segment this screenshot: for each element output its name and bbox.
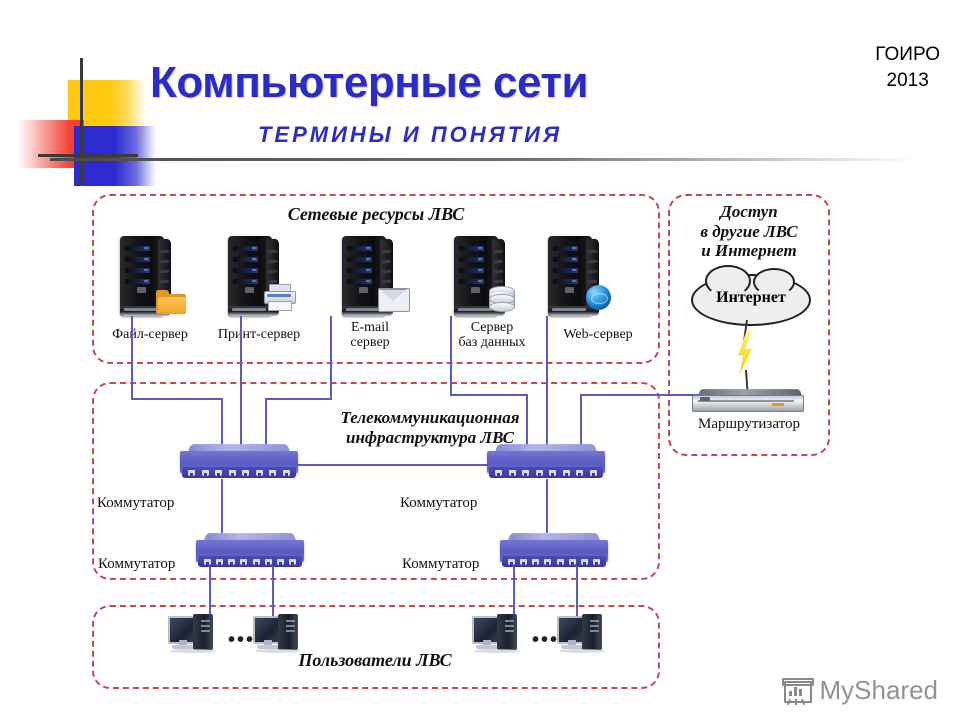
- section-telecom-infrastructure: [92, 382, 660, 580]
- wire-db-server-drop: [450, 316, 452, 394]
- switch-access-left: [196, 532, 304, 567]
- label-lan-users: Пользователи ЛВС: [298, 650, 452, 670]
- wire-print-server: [240, 316, 242, 446]
- ellipsis-right: •••: [532, 629, 560, 651]
- wire-core-trunk: [296, 464, 496, 466]
- section-external-access: [668, 194, 830, 456]
- internet-cloud: Интернет: [691, 265, 811, 326]
- switch-core-left: [180, 443, 298, 479]
- wire-ws-left-1: [209, 566, 211, 618]
- myshared-watermark: MyShared: [781, 675, 939, 706]
- watermark-text: MyShared: [819, 675, 939, 705]
- switch-access-right: [500, 532, 608, 567]
- server-database: [454, 236, 506, 316]
- wire-ws-left-2: [272, 566, 274, 618]
- wire-file-server-jog: [131, 398, 223, 400]
- workstation: [168, 614, 220, 656]
- label-network-resources: Сетевые ресурсы ЛВС: [287, 204, 465, 224]
- wire-web-server: [546, 316, 548, 446]
- printer-icon: [264, 284, 296, 311]
- switch-label-core-left: Коммутатор: [97, 495, 175, 511]
- wire-router-uplink-enter: [660, 394, 708, 396]
- horizontal-rule: [38, 154, 138, 157]
- wire-email-server-drop: [330, 316, 332, 398]
- server-web: [548, 236, 600, 316]
- wire-email-server-to-switch: [265, 398, 267, 446]
- wire-file-server-to-switch: [221, 398, 223, 446]
- router-label: Маршрутизатор: [698, 416, 800, 432]
- switch-label-access-right: Коммутатор: [402, 556, 480, 572]
- router-device: [692, 388, 804, 414]
- wire-db-server-jog: [450, 394, 528, 396]
- server-label-file: Файл-сервер: [112, 327, 188, 342]
- section-network-resources: [92, 194, 660, 364]
- label-external-access: Доступ в другие ЛВС и Интернет: [700, 202, 798, 261]
- wire-router-uplink-run: [580, 394, 700, 396]
- wire-email-server-jog: [265, 398, 332, 400]
- workstation: [472, 614, 524, 656]
- network-diagram: Сетевые ресурсы ЛВС Телекоммуникационная…: [0, 180, 960, 720]
- ellipsis-left: •••: [228, 629, 256, 651]
- server-label-database: Сервер баз данных: [458, 320, 526, 351]
- wire-router-uplink-drop: [580, 394, 582, 446]
- wire-core-left-downlink: [221, 479, 223, 533]
- label-telecom-infrastructure: Телекоммуникационная инфраструктура ЛВС: [340, 408, 520, 447]
- switch-core-right: [487, 443, 605, 479]
- presentation-chart-icon: [781, 676, 814, 706]
- wire-ws-right-2: [576, 566, 578, 618]
- workstation: [557, 614, 609, 656]
- server-label-web: Web-сервер: [563, 327, 633, 342]
- vertical-rule: [80, 58, 83, 183]
- wire-file-server-drop: [131, 316, 133, 398]
- section-lan-users: [92, 605, 660, 689]
- switch-label-access-left: Коммутатор: [98, 556, 176, 572]
- server-label-print: Принт-сервер: [217, 327, 301, 342]
- database-icon: [486, 286, 516, 312]
- organization-label: ГОИРО 2013: [875, 44, 940, 91]
- decorative-logo-blocks: [18, 58, 156, 186]
- wire-db-server-to-switch: [526, 394, 528, 446]
- page-title: Компьютерные сети: [150, 58, 589, 107]
- envelope-icon: [378, 286, 410, 312]
- page-subtitle: ТЕРМИНЫ И ПОНЯТИЯ: [257, 122, 563, 147]
- cloud-label: Интернет: [716, 289, 786, 306]
- folder-icon: [156, 288, 186, 314]
- server-label-email: E-mail сервер: [350, 320, 390, 351]
- globe-icon: [584, 284, 614, 310]
- switch-label-core-right: Коммутатор: [400, 495, 478, 511]
- workstation: [253, 614, 305, 656]
- wire-ws-right-1: [513, 566, 515, 618]
- wire-core-right-downlink: [546, 479, 548, 533]
- header-divider: [50, 158, 920, 161]
